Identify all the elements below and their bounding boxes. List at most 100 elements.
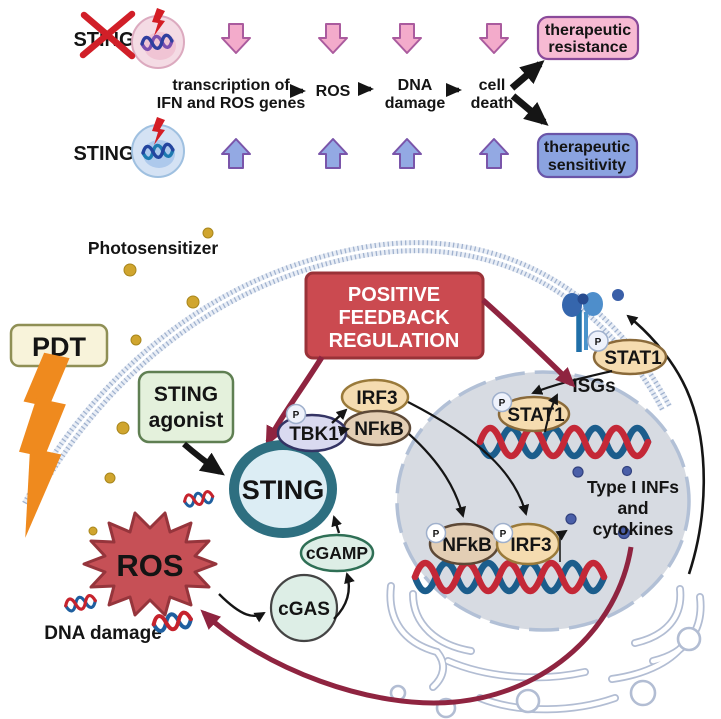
cgas-label: cGAS: [278, 599, 330, 620]
ros-label: ROS: [116, 548, 183, 583]
type1-ifn-label-line1: Type I INFs: [587, 477, 679, 497]
up-arrows: [221, 138, 509, 169]
cgamp-node: cGAMP: [299, 533, 375, 573]
p-badge-label: P: [595, 337, 602, 348]
dna-fragment-icon: [183, 490, 215, 508]
p-badge-label: P: [500, 529, 507, 540]
dna-icon: [140, 33, 174, 52]
receptor-stat1: STAT1: [592, 338, 668, 376]
sensitivity-label-line2: sensitivity: [548, 157, 626, 174]
phospho-badges: P P P P P: [285, 330, 609, 544]
autocrine-arrow: [626, 314, 706, 575]
feedback-box: POSITIVE FEEDBACK REGULATION: [304, 271, 485, 360]
transcription-start-arrow: [555, 529, 568, 562]
up-arrow-icon: [221, 138, 251, 169]
p-badge: P: [425, 522, 447, 544]
nuclear-nfkb-label: NFkB: [442, 535, 492, 556]
resistance-label-line2: resistance: [548, 39, 627, 56]
resistant-cell-icon: [131, 8, 185, 69]
feedback-arrow-to-sting: [265, 355, 325, 447]
cgas-node: cGAS: [269, 573, 339, 643]
down-arrows: [221, 23, 509, 54]
ros-to-cgas-arrow: [218, 593, 266, 623]
photosensitizer-dot: [116, 421, 130, 435]
nuclear-irf3-label: IRF3: [510, 535, 551, 556]
p-badge: P: [492, 522, 514, 544]
cgamp-label: cGAMP: [306, 543, 369, 563]
p-badge-label: P: [293, 410, 300, 421]
step-transcription-line2: IFN and ROS genes: [157, 95, 306, 112]
sting-agonist-label-line1: STING: [154, 383, 218, 406]
feedback-loop-arrow: [200, 546, 634, 706]
sting-on-label: STING: [73, 143, 134, 165]
p-badge-label: P: [433, 529, 440, 540]
nuclear-nfkb: NFkB: [428, 522, 500, 566]
vesicle-icon: [629, 679, 657, 707]
isgs-arrow: [544, 393, 558, 433]
agonist-to-sting-arrow: [182, 441, 225, 476]
irf3-node: IRF3: [340, 378, 410, 416]
nfkb-node: NFkB: [342, 409, 412, 447]
ifn-receptor: [562, 289, 624, 352]
photosensitizer-dot: [202, 227, 214, 239]
up-arrow-icon: [318, 138, 348, 169]
red-x-icon: [79, 10, 136, 60]
cgamp-to-sting-arrow: [331, 515, 342, 534]
resistance-box: therapeutic resistance: [536, 15, 640, 61]
p-badge-label: P: [499, 398, 506, 409]
ros-burst: ROS: [82, 511, 218, 617]
sensitive-cell-icon: [131, 117, 185, 178]
feedback-label-line2: FEEDBACK: [338, 307, 450, 329]
step-death-line1: cell: [479, 77, 506, 94]
dna-fragment-icon: [64, 594, 97, 613]
photosensitizer-dot: [123, 263, 137, 277]
cytokine-dots: [565, 465, 633, 540]
nuclear-stat1-label: STAT1: [507, 405, 565, 426]
dna-damage-label: DNA damage: [44, 623, 162, 644]
down-arrow-icon: [479, 23, 509, 54]
vesicle-icon: [676, 626, 702, 652]
p-badge: P: [285, 403, 307, 425]
branch-arrow-down: [510, 93, 549, 126]
irf3-to-nucleus-arrow: [407, 401, 530, 516]
feedback-label-line3: REGULATION: [329, 330, 460, 352]
down-arrow-icon: [318, 23, 348, 54]
step-dna-line2: damage: [385, 95, 446, 112]
endoplasmic-reticulum: [386, 582, 705, 719]
feedback-label-line1: POSITIVE: [348, 284, 440, 306]
p-badge: P: [587, 330, 609, 352]
cgas-to-cgamp-arrow: [333, 572, 355, 620]
sting-label: STING: [242, 475, 325, 505]
tbk1-to-irf3-arrow: [331, 408, 348, 424]
lightning-icon: [152, 8, 165, 36]
vesicle-icon: [515, 688, 541, 714]
top-schematic: STING transcription of IFN and ROS genes…: [73, 8, 640, 179]
tbk1-to-nfkb-arrow: [337, 425, 350, 437]
up-arrow-icon: [392, 138, 422, 169]
branch-arrow-up: [509, 60, 545, 91]
sting-agonist-box: STING agonist: [137, 370, 235, 444]
lightning-icon: [152, 117, 165, 145]
step-dna-line1: DNA: [398, 77, 433, 94]
type1-ifn-label-line2: and: [617, 498, 648, 518]
sensitivity-label-line1: therapeutic: [544, 139, 630, 156]
down-arrow-icon: [221, 23, 251, 54]
photosensitizer-dot: [104, 472, 116, 484]
dna-helix-bottom: [411, 559, 608, 595]
down-arrow-icon: [392, 23, 422, 54]
ligand-dot: [612, 289, 624, 301]
photosensitizer-dots: [88, 227, 214, 536]
dna-fragment-icon: [151, 610, 193, 633]
sensitivity-box: therapeutic sensitivity: [536, 132, 639, 179]
p-badge: P: [491, 391, 513, 413]
photosensitizer-label: Photosensitizer: [88, 238, 218, 258]
receptor-stat1-label: STAT1: [604, 348, 662, 369]
photosensitizer-dot: [130, 334, 142, 346]
nfkb-to-nucleus-arrow: [408, 433, 466, 518]
up-arrow-icon: [479, 138, 509, 169]
tbk1-label: TBK1: [289, 424, 339, 445]
sting-node: STING: [229, 440, 337, 538]
dna-icon: [141, 142, 175, 161]
